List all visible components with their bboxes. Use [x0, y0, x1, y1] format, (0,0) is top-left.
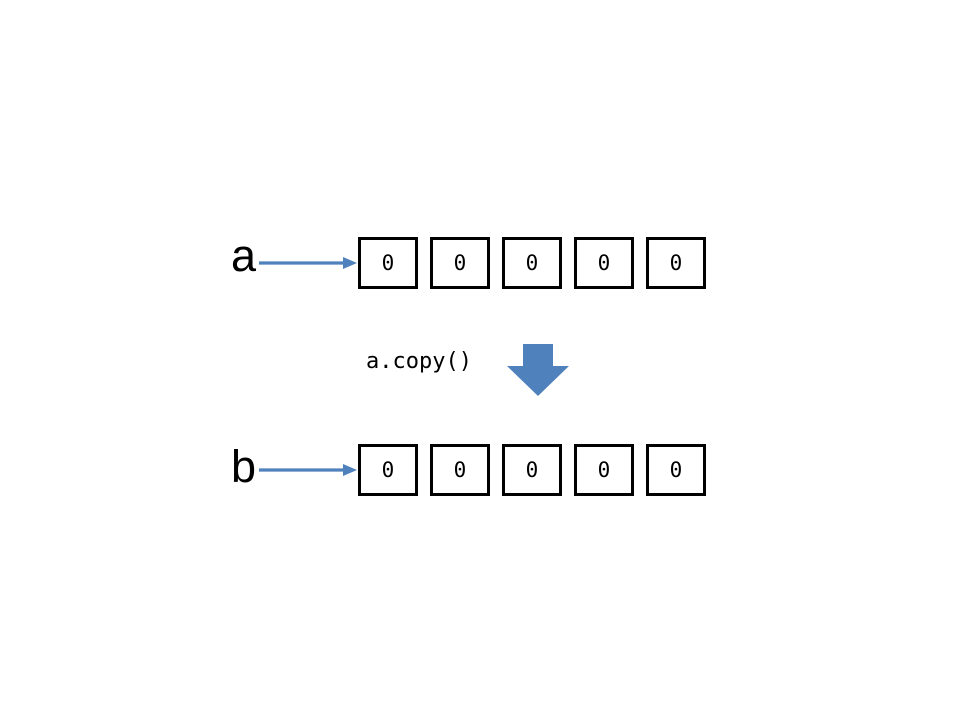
array-a-cell: 0: [502, 237, 562, 289]
array-b-label: b: [231, 441, 257, 492]
array-a-cell: 0: [574, 237, 634, 289]
array-b-cell: 0: [646, 444, 706, 496]
array-b-cell: 0: [502, 444, 562, 496]
array-b-cell: 0: [358, 444, 418, 496]
array-b-cell: 0: [574, 444, 634, 496]
pointer-arrow-b: [259, 464, 357, 476]
array-b-cell: 0: [430, 444, 490, 496]
copy-operation-label: a.copy(): [366, 349, 472, 374]
array-a-cell: 0: [358, 237, 418, 289]
array-a-cell: 0: [430, 237, 490, 289]
pointer-arrow-b-head: [343, 464, 357, 476]
down-block-arrow-shape: [507, 344, 569, 396]
array-a-cell: 0: [646, 237, 706, 289]
pointer-arrow-a-head: [343, 257, 357, 269]
pointer-arrow-a: [259, 257, 357, 269]
down-block-arrow-icon: [507, 344, 569, 396]
array-a-label: a: [231, 230, 257, 281]
